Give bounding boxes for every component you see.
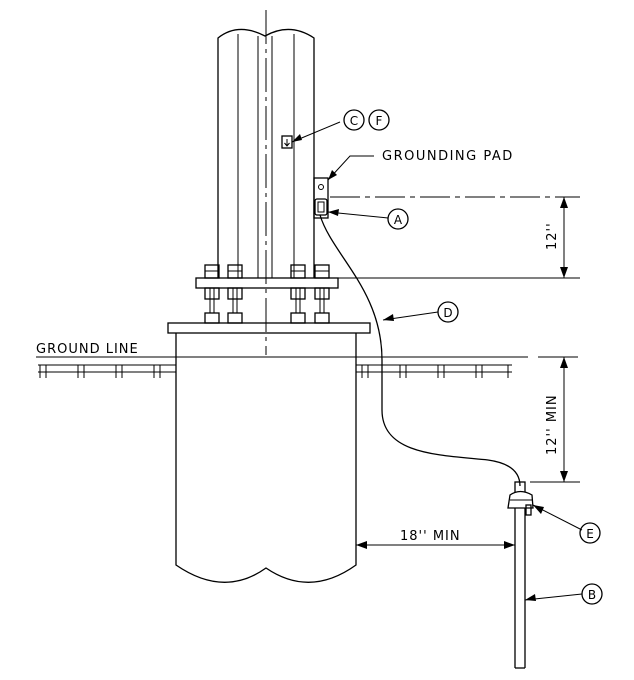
pole-shaft <box>217 28 315 278</box>
svg-text:E: E <box>586 527 594 541</box>
svg-text:A: A <box>394 213 403 227</box>
grounding-pad <box>313 177 329 219</box>
dimension-12-label: 12'' <box>545 222 560 250</box>
callout-d: D <box>382 301 459 323</box>
dimension-18-min <box>356 541 515 549</box>
upper-base-plate <box>195 277 339 289</box>
anchor-bolt <box>290 264 306 324</box>
grounding-pad-label: GROUNDING PAD <box>382 149 514 164</box>
callout-e: E <box>532 504 601 544</box>
dimension-12-min-label: 12'' MIN <box>545 394 560 455</box>
foundation-top-plate <box>167 322 371 334</box>
ground-clamp <box>507 490 534 516</box>
ground-line <box>36 356 578 378</box>
ground-wire <box>319 214 521 487</box>
dimension-12-min <box>530 357 580 483</box>
anchor-bolts <box>204 264 330 324</box>
callout-a: A <box>327 208 409 230</box>
concrete-foundation <box>175 333 357 583</box>
handhole-tag <box>281 121 341 149</box>
grounding-pad-leader <box>327 155 374 181</box>
anchor-bolt <box>204 264 220 324</box>
callout-f: F <box>368 109 390 131</box>
svg-text:C: C <box>350 114 358 128</box>
svg-text:B: B <box>588 588 596 602</box>
svg-text:F: F <box>376 114 383 128</box>
anchor-bolt <box>314 264 330 324</box>
callout-c: C <box>343 109 365 131</box>
anchor-bolt <box>227 264 243 324</box>
ground-rod <box>514 481 526 669</box>
svg-text:D: D <box>443 306 452 320</box>
dimension-18-min-label: 18'' MIN <box>400 529 461 544</box>
dimension-12 <box>330 196 580 279</box>
callout-b: B <box>524 583 603 605</box>
ground-line-label: GROUND LINE <box>36 342 139 357</box>
